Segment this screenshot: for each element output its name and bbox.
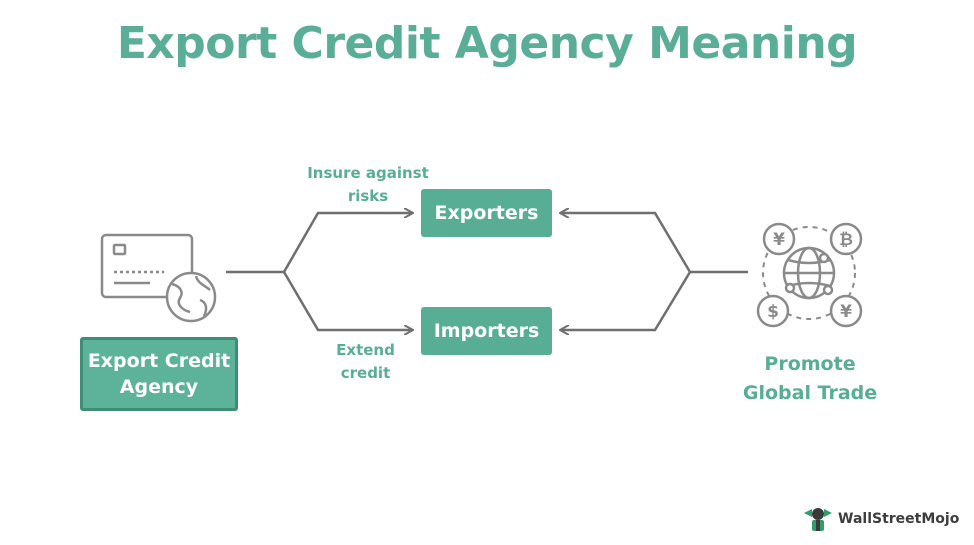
globe-currencies-icon [756, 222, 863, 328]
connector-agency-to-importers [282, 271, 412, 330]
bitcoin-symbol: ₿ [839, 230, 853, 250]
connector-trade-to-exporters [561, 213, 748, 274]
promote-trade-label: Promote Global Trade [742, 353, 878, 404]
credit-card-globe-icon [100, 233, 217, 323]
exporters-box: Exporters [421, 189, 552, 237]
yen-symbol: ¥ [773, 230, 785, 250]
brand-name: WallStreetMojo [838, 511, 960, 527]
export-credit-agency-box: Export Credit Agency [80, 337, 238, 411]
insure-label: Insure against risks [307, 164, 429, 205]
connector-trade-to-importers [561, 271, 692, 330]
wallstreetmojo-logo-icon [804, 508, 832, 531]
dollar-symbol: $ [767, 302, 779, 322]
connector-agency-to-exporters [226, 213, 412, 274]
importers-box: Importers [421, 307, 552, 355]
extend-label: Extend credit [336, 341, 395, 382]
yen-symbol-2: ¥ [840, 302, 852, 322]
brand-logo: WallStreetMojo [802, 503, 959, 535]
page-title: Export Credit Agency Meaning [116, 18, 858, 69]
